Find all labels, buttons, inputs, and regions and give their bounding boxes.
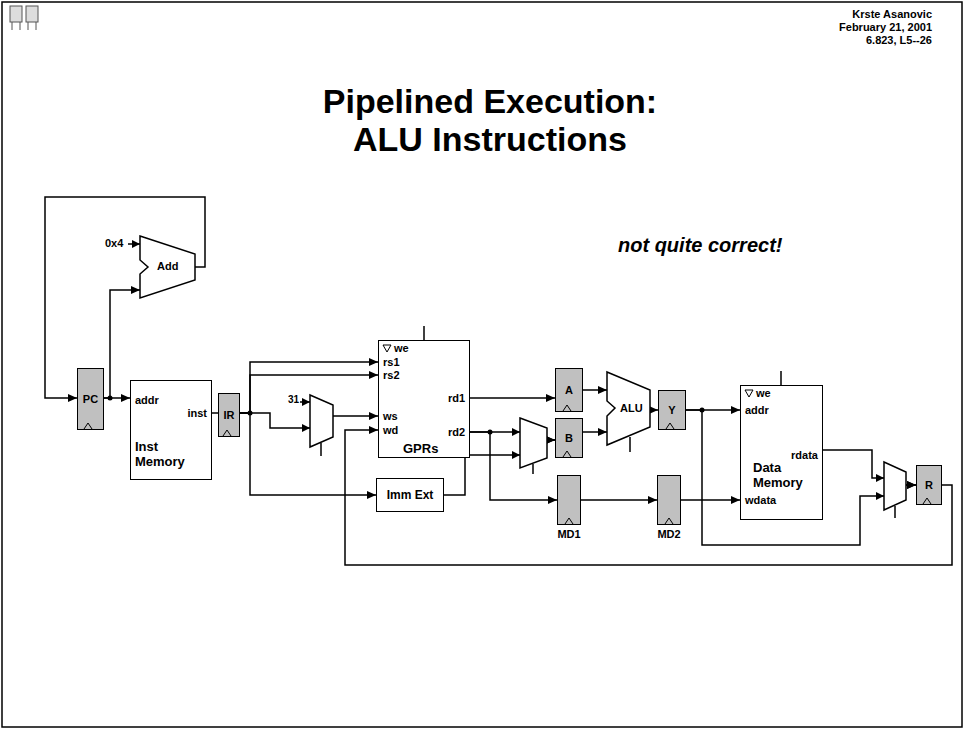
node-text: GPRs [403, 441, 438, 456]
clock-symbol [664, 517, 674, 524]
clock-symbol [223, 430, 231, 436]
wire-connector [681, 499, 740, 501]
instruction-memory: addr instInst Memory [130, 380, 212, 480]
clock-symbol [923, 498, 931, 504]
author-icon [10, 6, 38, 30]
wire-connector [240, 413, 376, 495]
wire-connector [583, 431, 607, 433]
node-text: MD1 [546, 528, 592, 541]
shape-outline [607, 372, 650, 445]
node-text: wdata [745, 494, 776, 507]
pipeline-register: B [555, 418, 583, 458]
node-text: R [917, 479, 941, 492]
write-enable-symbol [745, 390, 753, 397]
pipeline-register: R [916, 465, 942, 505]
register-file: wers1rs2 wswd rd1 rd2GPRs [378, 340, 470, 458]
clock-symbol [83, 422, 93, 429]
pc-register: PC [77, 368, 104, 430]
wire-connector [240, 413, 378, 428]
clock-symbol [84, 423, 92, 429]
wire-connector [240, 375, 378, 413]
pipeline-register: Y [658, 390, 686, 430]
node-text: MD2 [646, 528, 692, 541]
node-text: Imm Ext [377, 489, 443, 502]
data-memory: we addr rdata wdata Data Memory [740, 385, 823, 520]
header-text: 6.823, L5--26 [866, 34, 932, 47]
wire-connector [45, 197, 205, 398]
adder: Add [140, 236, 195, 298]
pipeline-register: MD2 [657, 475, 681, 525]
node-text: Inst Memory [135, 439, 195, 469]
node-text: Y [659, 404, 685, 417]
node-text: addr [745, 404, 769, 417]
node-text: rd1 [448, 392, 465, 405]
node-text: B [556, 432, 582, 445]
node-text: we [756, 387, 771, 400]
node-text: addr [135, 394, 159, 407]
clock-symbol [563, 451, 571, 457]
immediate-extender: Imm Ext [376, 478, 444, 512]
node-text: A [556, 384, 582, 397]
node-text: ws [383, 410, 398, 423]
clock-symbol [564, 517, 574, 524]
node-text: inst [187, 407, 207, 420]
clock-symbol [922, 497, 932, 504]
node-text: Data Memory [753, 460, 815, 490]
clock-symbol [665, 422, 675, 429]
instruction-register: IR [218, 393, 240, 437]
note-text: not quite correct! [618, 234, 782, 256]
write-enable-symbol [744, 389, 754, 398]
shape-outline [140, 236, 195, 298]
wire-connector [345, 430, 952, 565]
header-text: February 21, 2001 [839, 21, 932, 34]
slide-title: Pipelined Execution: ALU Instructions [300, 82, 680, 158]
clock-symbol [665, 518, 673, 524]
wire-connector [470, 397, 555, 399]
node-text: rs2 [383, 369, 400, 382]
clock-symbol [562, 404, 572, 411]
alu: ALU [607, 372, 650, 445]
clock-symbol [222, 429, 232, 436]
constant-label: 0x4 [105, 237, 123, 250]
header-text: Krste Asanovic [852, 8, 932, 21]
node-text: we [394, 342, 409, 355]
clock-symbol [563, 405, 571, 411]
pipeline-register: A [555, 368, 583, 412]
clock-symbol [666, 423, 674, 429]
node-text: wd [383, 424, 398, 437]
wire-connector [240, 362, 378, 413]
pipeline-register: MD1 [557, 475, 581, 525]
clock-symbol [565, 518, 573, 524]
wire-connector [581, 499, 657, 501]
write-enable-symbol [383, 345, 391, 352]
node-text: PC [78, 393, 103, 406]
control-and-input-wires [128, 244, 895, 518]
mux-input-arrows [132, 240, 884, 500]
wire-connector [583, 389, 607, 391]
wire-connector [650, 409, 658, 411]
node-text: ALU [620, 402, 643, 415]
clock-symbol [562, 450, 572, 457]
write-enable-symbol [382, 344, 392, 353]
node-text: Add [157, 260, 178, 273]
node-text: rdata [791, 449, 818, 462]
node-text: rd2 [448, 426, 465, 439]
node-text: rs1 [383, 356, 400, 369]
node-text: IR [219, 409, 239, 422]
constant-label: 31 [288, 394, 299, 406]
